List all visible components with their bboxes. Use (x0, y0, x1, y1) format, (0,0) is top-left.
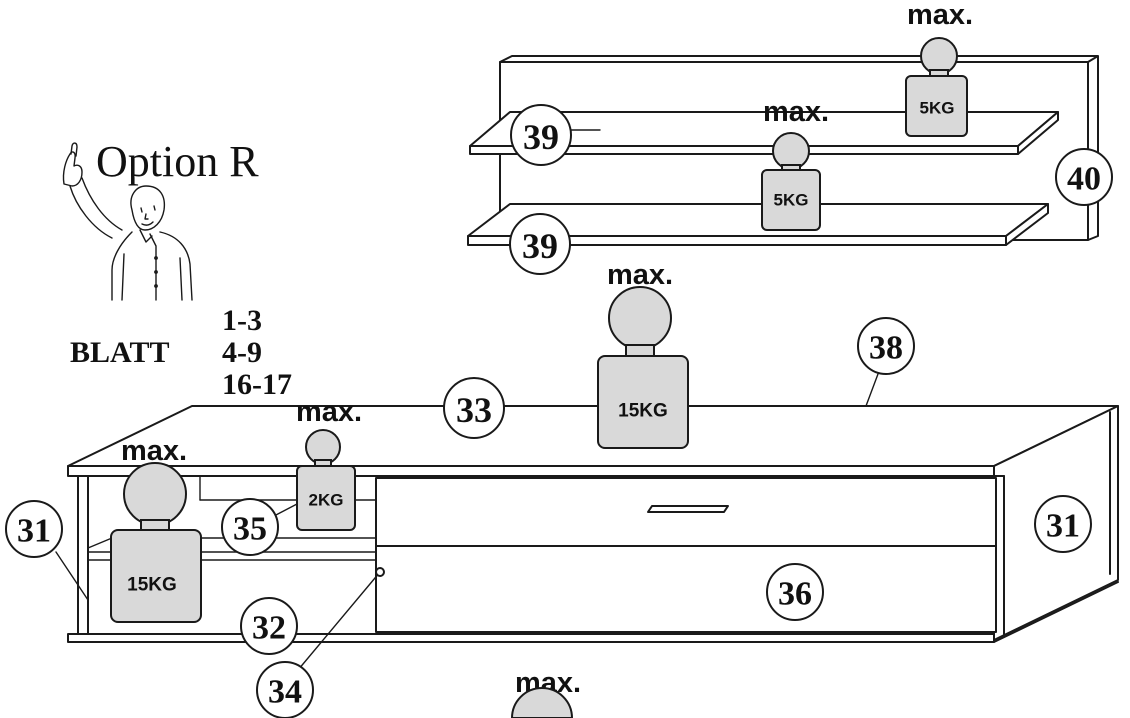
callout-36: 36 (766, 563, 824, 621)
weight-label: 5KG (920, 99, 955, 118)
drawer-front-lower (375, 545, 997, 633)
option-figure: Option R (62, 137, 259, 301)
callout-39-bottom: 39 (509, 213, 571, 275)
svg-text:38: 38 (869, 330, 903, 367)
callout-39-top: 39 (510, 104, 601, 166)
callout-40: 40 (1055, 148, 1113, 206)
svg-text:36: 36 (778, 576, 812, 613)
weight-label: 2KG (309, 491, 344, 510)
max-label: max. (607, 259, 673, 291)
callout-38: 38 (857, 317, 915, 407)
weight-label: 5KG (774, 191, 809, 210)
lowboard-side-left (77, 475, 89, 635)
blatt-label: BLATT (70, 336, 169, 369)
blatt-reference: BLATT 1-3 4-9 16-17 (70, 304, 292, 401)
callout-33: 33 (443, 377, 505, 439)
callout-31-left: 31 (5, 500, 89, 601)
svg-text:40: 40 (1067, 161, 1101, 198)
svg-text:32: 32 (252, 610, 286, 647)
callout-34: 34 (256, 567, 385, 718)
lowboard-unit: max. 15KG max. 2KG max. 15KG 33 (5, 259, 1119, 718)
blatt-page-1: 1-3 (222, 304, 262, 337)
callout-32: 32 (240, 597, 298, 655)
svg-text:39: 39 (522, 226, 558, 266)
weight-label: 15KG (618, 401, 668, 422)
svg-text:39: 39 (523, 117, 559, 157)
option-label: Option R (96, 137, 259, 186)
weight-bottom-partial: max. (510, 667, 581, 718)
blatt-page-3: 16-17 (222, 368, 292, 401)
drawer-handle[interactable] (647, 505, 729, 513)
weight-shelf-compartment: max. 2KG (296, 396, 362, 531)
callout-35: 35 (221, 498, 298, 556)
max-label: max. (121, 435, 187, 467)
wall-shelf-unit: max. 5KG max. 5KG 39 39 40 (467, 0, 1113, 275)
max-label: max. (907, 0, 973, 31)
callout-31-right: 31 (1034, 495, 1092, 553)
lowboard-top (67, 405, 1119, 467)
weight-left-compartment: max. 15KG (110, 435, 202, 623)
max-label: max. (296, 396, 362, 428)
weight-wall-shelf-top: max. 5KG (905, 0, 973, 137)
svg-text:33: 33 (456, 390, 492, 430)
svg-text:34: 34 (268, 674, 302, 711)
max-label: max. (763, 96, 829, 128)
weight-label: 15KG (127, 575, 177, 596)
svg-text:35: 35 (233, 511, 267, 548)
weight-lowboard-top: max. 15KG (597, 259, 689, 449)
weight-wall-shelf-middle: max. 5KG (761, 96, 829, 231)
svg-text:31: 31 (1046, 508, 1080, 545)
blatt-page-2: 4-9 (222, 336, 262, 369)
svg-text:31: 31 (17, 513, 51, 550)
